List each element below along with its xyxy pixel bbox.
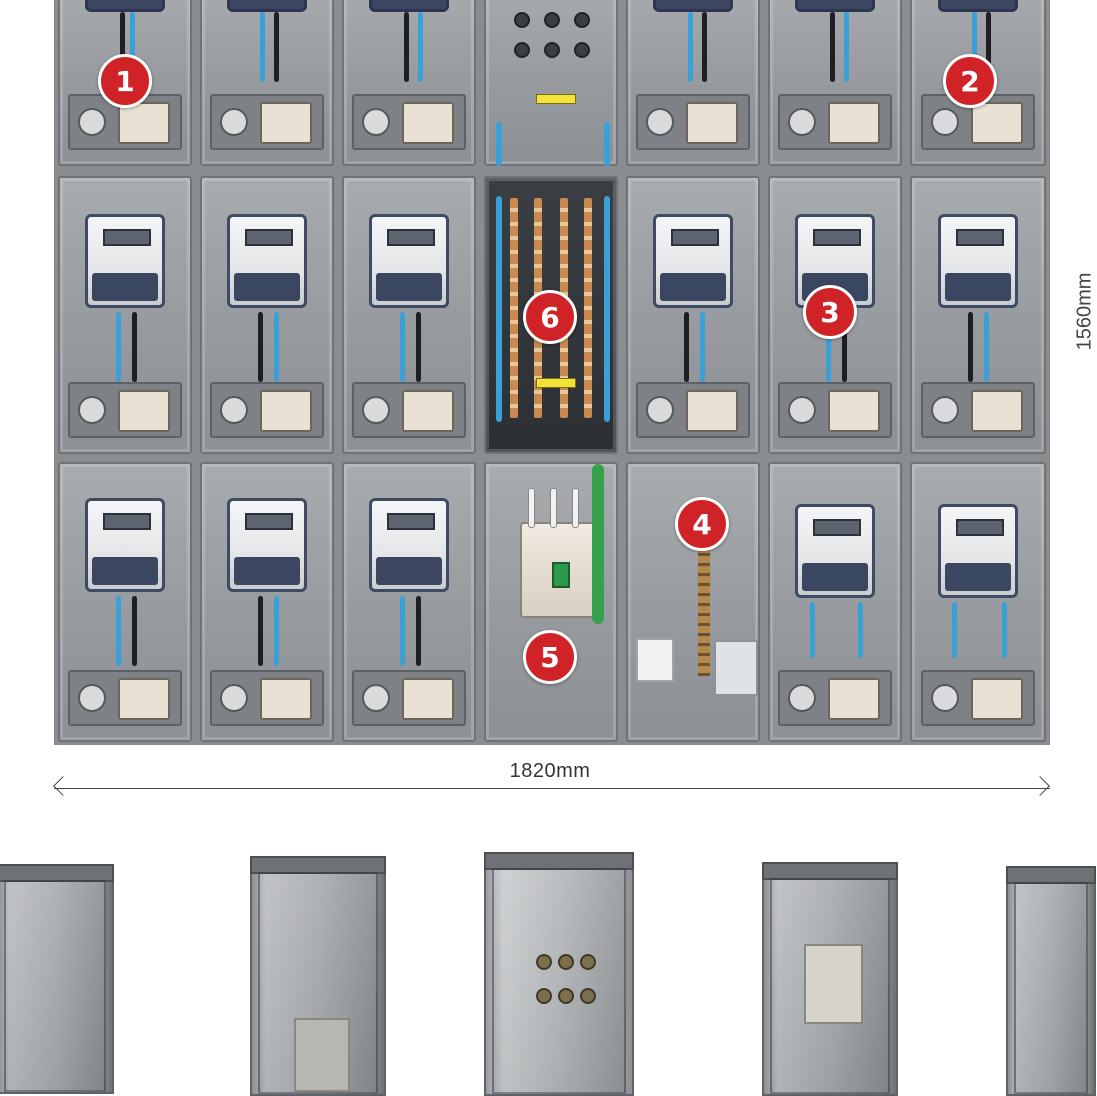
product-enclosure-2 [250,856,386,1096]
terminal-block [778,94,892,150]
meter-enclosure [200,0,334,166]
terminal-block [352,382,466,438]
terminal-block [210,670,324,726]
terminal-block [921,382,1035,438]
meter [369,0,449,12]
meter [85,498,165,592]
meter [795,0,875,12]
meter-panel-assembly [54,0,1050,745]
terminal-block [352,94,466,150]
meter [85,0,165,12]
meter [938,214,1018,308]
product-enclosure-1 [0,864,114,1094]
product-enclosure-4 [762,862,898,1096]
meter-enclosure [200,462,334,742]
meter-enclosure [910,462,1046,742]
meter-enclosure [626,0,760,166]
meter [938,0,1018,12]
meter-enclosure [58,462,192,742]
terminal-block [921,670,1035,726]
meter-enclosure [342,0,476,166]
meter [938,504,1018,598]
product-enclosure-5 [1006,866,1096,1096]
earth-cable-bundle [592,464,604,624]
meter [369,214,449,308]
width-dimension-arrow-icon [54,788,1050,789]
meter-enclosure [768,0,902,166]
meter [369,498,449,592]
callout-badge-6: 6 [523,290,577,344]
meter-enclosure [626,176,760,454]
circuit-breaker [636,638,674,682]
arrow-left-icon [53,776,73,796]
meter [653,0,733,12]
callout-badge-4: 4 [675,497,729,551]
terminal-block [778,382,892,438]
meter-enclosure [910,0,1046,166]
meter-enclosure [768,462,902,742]
terminal-block [210,94,324,150]
meter [227,0,307,12]
enclosure-window [804,944,863,1024]
product-enclosure-3 [484,852,634,1096]
width-dimension-label: 1820mm [509,760,591,782]
meter [653,214,733,308]
callout-badge-5: 5 [523,630,577,684]
terminal-block [68,382,182,438]
main-switch [520,522,600,618]
callout-badge-1: 1 [98,54,152,108]
meter [227,498,307,592]
terminal-block [636,382,750,438]
terminal-block [68,670,182,726]
arrow-right-icon [1030,776,1050,796]
terminal-block [778,670,892,726]
busbar [584,198,592,418]
meter [227,214,307,308]
warning-label [536,94,576,104]
terminal-strip [714,640,758,696]
terminal-block [210,382,324,438]
main-switch-enclosure [484,462,618,742]
meter [795,504,875,598]
meter-enclosure [200,176,334,454]
earth-bar [698,536,710,676]
meter-enclosure [342,462,476,742]
callout-badge-3: 3 [803,285,857,339]
meter-enclosure [58,176,192,454]
height-dimension-label: 1560mm [1073,272,1096,351]
meter-enclosure [342,176,476,454]
meter-enclosure [910,176,1046,454]
protection-enclosure [626,462,760,742]
distribution-top-enclosure [484,0,618,166]
meter [85,214,165,308]
warning-label [536,378,576,388]
busbar [510,198,518,418]
terminal-block [636,94,750,150]
callout-badge-2: 2 [943,54,997,108]
terminal-block [352,670,466,726]
